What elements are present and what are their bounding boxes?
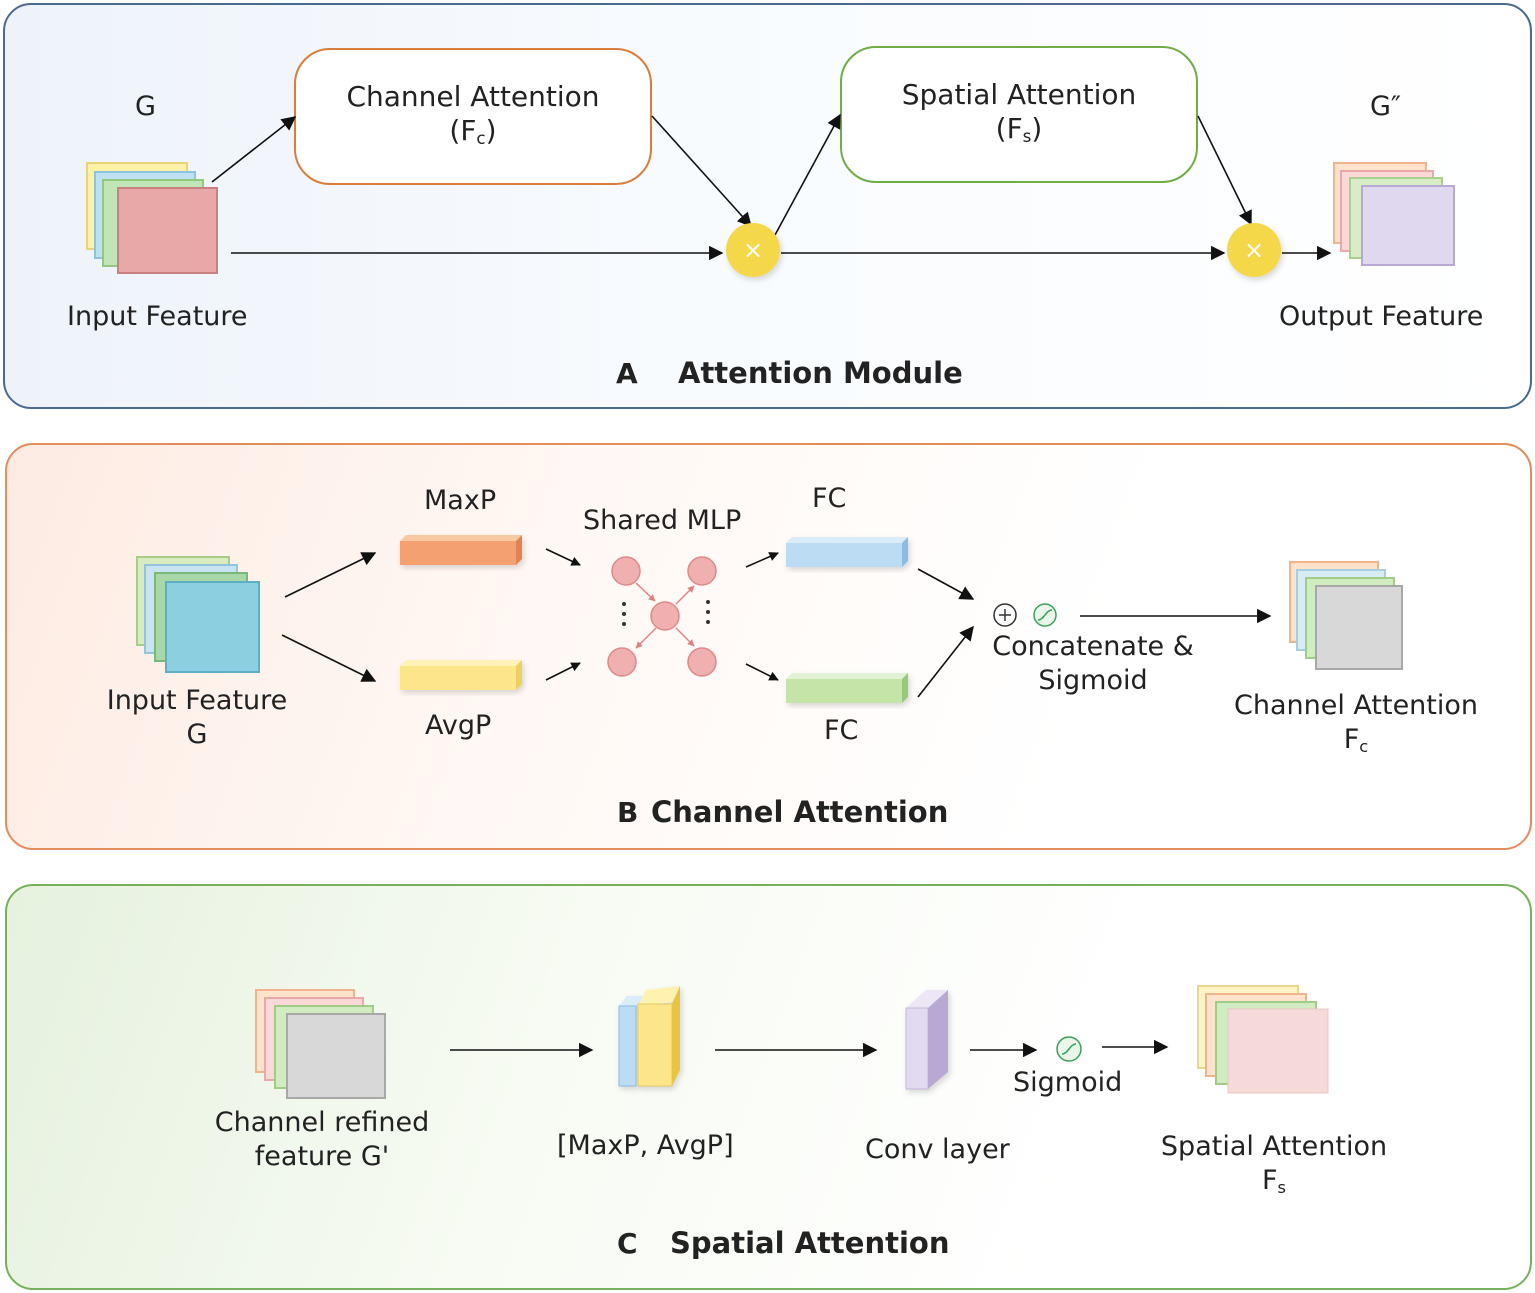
multiply-node-1: × bbox=[726, 223, 780, 277]
channel-output-label-line2: Fc bbox=[1343, 723, 1369, 756]
channel-attention-box-title: Channel Attention bbox=[346, 80, 600, 113]
channel-output-label: Channel Attention Fc bbox=[1234, 689, 1478, 757]
channel-attention-output-stack bbox=[1289, 561, 1403, 670]
arrow-channel-to-multiply1 bbox=[651, 115, 752, 228]
sigmoid-label: Sigmoid bbox=[1013, 1067, 1123, 1098]
sigmoid-icon bbox=[1033, 603, 1057, 627]
channel-input-label: Input Feature G bbox=[107, 684, 288, 752]
panel-a-letter: A bbox=[616, 357, 638, 390]
multiply-icon: × bbox=[743, 236, 763, 264]
arrow-input-to-channel bbox=[211, 116, 297, 183]
arrow-multiply1-to-spatial bbox=[774, 113, 841, 236]
arrow-mlp-to-fc-top bbox=[745, 552, 779, 568]
panel-b-letter: B bbox=[617, 796, 639, 829]
channel-input-label-line1: Input Feature bbox=[106, 685, 288, 716]
fc-top-bar bbox=[786, 537, 908, 567]
maxp-avgp-blocks bbox=[618, 986, 680, 1087]
label-g-double-prime: G″ bbox=[1370, 91, 1402, 122]
spatial-attention-box-title: Spatial Attention bbox=[901, 78, 1137, 111]
channel-input-feature-stack bbox=[136, 556, 260, 673]
label-g: G bbox=[135, 91, 156, 122]
panel-attention-module bbox=[3, 3, 1532, 409]
spatial-output-label-line2: Fs bbox=[1262, 1164, 1286, 1197]
channel-refined-label-line2: feature G' bbox=[254, 1140, 390, 1172]
conv-layer-block bbox=[905, 990, 948, 1090]
spatial-output-label-line1: Spatial Attention bbox=[1160, 1131, 1388, 1162]
avgp-label: AvgP bbox=[425, 710, 492, 741]
channel-output-label-line1: Channel Attention bbox=[1233, 690, 1479, 721]
concat-label-line1: Concatenate & bbox=[992, 631, 1194, 662]
concat-label-line2: Sigmoid bbox=[1038, 664, 1148, 696]
arrow-maxp-to-mlp bbox=[545, 548, 581, 566]
spatial-attention-output-stack bbox=[1197, 985, 1329, 1094]
shared-mlp-network bbox=[607, 556, 717, 677]
channel-refined-feature-stack bbox=[255, 989, 386, 1099]
channel-refined-label-line1: Channel refined bbox=[214, 1107, 430, 1138]
arrow-fc-bottom-to-concat bbox=[917, 625, 974, 698]
spatial-output-label: Spatial Attention Fs bbox=[1161, 1130, 1387, 1198]
input-feature-label: Input Feature bbox=[67, 301, 248, 332]
channel-attention-box-symbol: (Fc) bbox=[449, 113, 497, 148]
avgp-bar bbox=[400, 660, 522, 690]
channel-attention-box: Channel Attention (Fc) bbox=[294, 48, 652, 185]
fc-bottom-label: FC bbox=[824, 715, 859, 746]
plus-icon bbox=[993, 603, 1017, 627]
arrow-mlp-to-fc-bottom bbox=[745, 663, 779, 681]
maxp-label: MaxP bbox=[424, 485, 497, 516]
fc-bottom-bar bbox=[786, 673, 908, 703]
concat-sigmoid-label: Concatenate & Sigmoid bbox=[992, 630, 1194, 698]
channel-refined-label: Channel refined feature G' bbox=[215, 1106, 429, 1174]
spatial-attention-box: Spatial Attention (Fs) bbox=[840, 46, 1198, 183]
arrow-avgp-to-mlp bbox=[545, 662, 581, 681]
multiply-node-2: × bbox=[1227, 223, 1281, 277]
arrow-input-to-avgp bbox=[281, 634, 377, 682]
spatial-attention-box-symbol: (Fs) bbox=[995, 111, 1043, 146]
fc-top-label: FC bbox=[812, 483, 847, 514]
arrow-spatial-to-multiply2 bbox=[1197, 115, 1252, 226]
arrow-input-to-maxp bbox=[284, 552, 377, 598]
pool-label: [MaxP, AvgP] bbox=[557, 1130, 734, 1161]
multiply-icon: × bbox=[1244, 236, 1264, 264]
shared-mlp-label: Shared MLP bbox=[583, 505, 742, 536]
output-feature-label: Output Feature bbox=[1279, 301, 1484, 332]
arrow-fc-top-to-concat bbox=[917, 568, 975, 600]
output-feature-stack bbox=[1333, 162, 1455, 266]
input-feature-stack bbox=[86, 162, 218, 274]
sigmoid-icon bbox=[1056, 1036, 1082, 1062]
panel-c-title: Spatial Attention bbox=[670, 1226, 950, 1260]
panel-a-title: Attention Module bbox=[678, 356, 963, 390]
panel-b-title: Channel Attention bbox=[651, 795, 949, 829]
panel-c-letter: C bbox=[617, 1227, 638, 1260]
conv-layer-label: Conv layer bbox=[865, 1134, 1010, 1165]
channel-input-label-line2: G bbox=[186, 718, 208, 750]
maxp-bar bbox=[400, 535, 522, 565]
